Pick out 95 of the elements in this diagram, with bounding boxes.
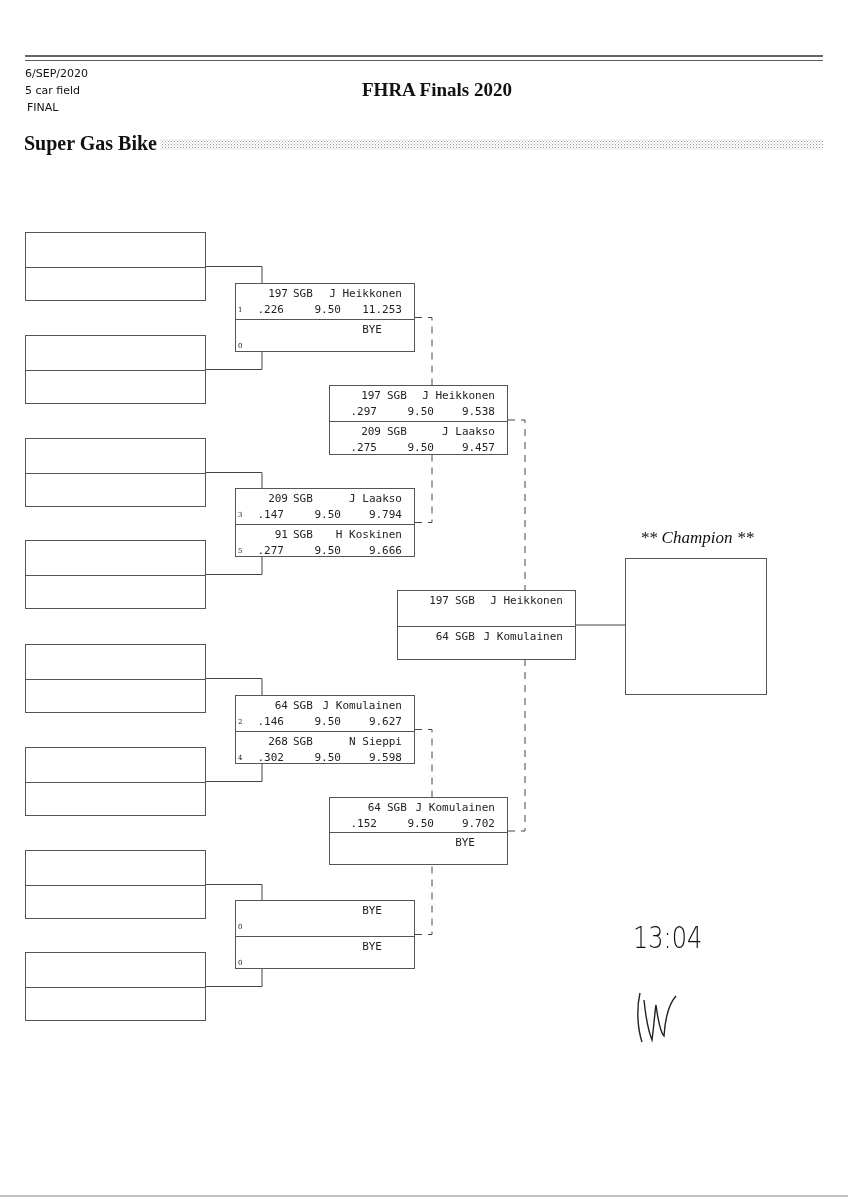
race-date: 6/SEP/2020 [25,67,88,80]
bracket-box [25,747,206,816]
class-code: SGB [293,527,313,541]
driver-name: H Koskinen [335,527,402,541]
bracket-line [205,556,263,575]
bracket-line [205,884,263,901]
bye-label: BYE [362,939,382,953]
car-number: 197 [429,594,449,607]
bracket-box [25,952,206,1021]
car-number: 91 [274,527,288,541]
car-number: 197 [361,389,381,402]
car-number: 268 [268,734,288,748]
bracket-box [25,232,206,301]
driver-name: J Heikkonen [422,389,495,402]
bracket-line [205,266,263,284]
bracket-box [25,850,206,919]
bracket-box [235,283,415,352]
driver-name: N Sieppi [349,734,402,748]
elapsed-time: 9.457 [461,441,495,454]
driver-name: J Komulainen [415,801,495,814]
elapsed-time: 9.627 [368,715,402,728]
class-code: SGB [455,630,475,643]
elapsed-time: 9.538 [461,405,495,418]
class-code: SGB [387,801,407,814]
bracket-line [205,678,263,696]
bracket-box [25,335,206,404]
reaction-time: .152 [350,817,377,830]
bracket-box [235,900,415,969]
bracket-line [507,419,526,591]
bracket-line [414,864,433,935]
champion-heading: ** Champion ** [639,528,755,548]
dial-in: 9.50 [314,508,341,521]
class-code: SGB [293,699,313,712]
car-number: 209 [268,492,288,505]
class-title: Super Gas Bike [24,131,157,155]
driver-name: J Heikkonen [329,287,402,300]
dial-in: 9.50 [314,303,341,316]
car-number: 64 [367,801,381,814]
bye-label: BYE [455,836,475,849]
reaction-time: .277 [257,543,284,557]
handwritten-time: 13:04 [633,920,703,956]
car-number: 209 [361,425,381,438]
car-number: 197 [268,287,288,300]
dial-in: 9.50 [407,405,434,418]
driver-name: J Laakso [442,425,495,438]
reaction-time: .302 [257,750,284,764]
bracket-line [575,624,626,626]
reaction-time: .147 [257,508,284,521]
bye-label: BYE [362,322,382,336]
page-title: FHRA Finals 2020 [362,79,512,101]
reaction-time: .226 [257,303,284,316]
bracket-line [205,472,263,489]
reaction-time: .146 [257,715,284,728]
round-name: FINAL [27,101,59,114]
class-code: SGB [387,389,407,402]
dial-in: 9.50 [314,715,341,728]
bracket-box [329,797,508,865]
bracket-box [235,488,415,557]
driver-name: J Komulainen [322,699,402,712]
dial-in: 9.50 [407,441,434,454]
dial-in: 9.50 [314,543,341,557]
elapsed-time: 9.598 [368,750,402,764]
reaction-time: .297 [350,405,377,418]
elapsed-time: 11.253 [362,303,402,316]
bracket-line [205,763,263,782]
car-number: 64 [274,699,288,712]
driver-name: J Heikkonen [490,594,563,607]
class-code: SGB [293,287,313,300]
bracket-box [329,385,508,455]
bracket-line [414,729,433,798]
bracket-box [397,590,576,660]
class-code: SGB [387,425,407,438]
dial-in: 9.50 [314,750,341,764]
bracket-box [25,644,206,713]
class-code: SGB [293,492,313,505]
bracket-line [414,454,433,523]
bracket-box [25,438,206,507]
elapsed-time: 9.794 [368,508,402,521]
class-code: SGB [455,594,475,607]
driver-name: J Laakso [349,492,402,505]
driver-name: J Komulainen [483,630,563,643]
bracket-line [205,968,263,987]
elapsed-time: 9.702 [461,817,495,830]
bracket-line [205,351,263,370]
class-code: SGB [293,734,313,748]
bye-label: BYE [362,904,382,917]
dial-in: 9.50 [407,817,434,830]
reaction-time: .275 [350,441,377,454]
field-size: 5 car field [25,84,81,97]
elapsed-time: 9.666 [368,543,402,557]
car-number: 64 [435,630,449,643]
bracket-box [25,540,206,609]
bracket-box [235,695,415,764]
bracket-line [507,659,526,832]
bracket-line [414,317,433,386]
